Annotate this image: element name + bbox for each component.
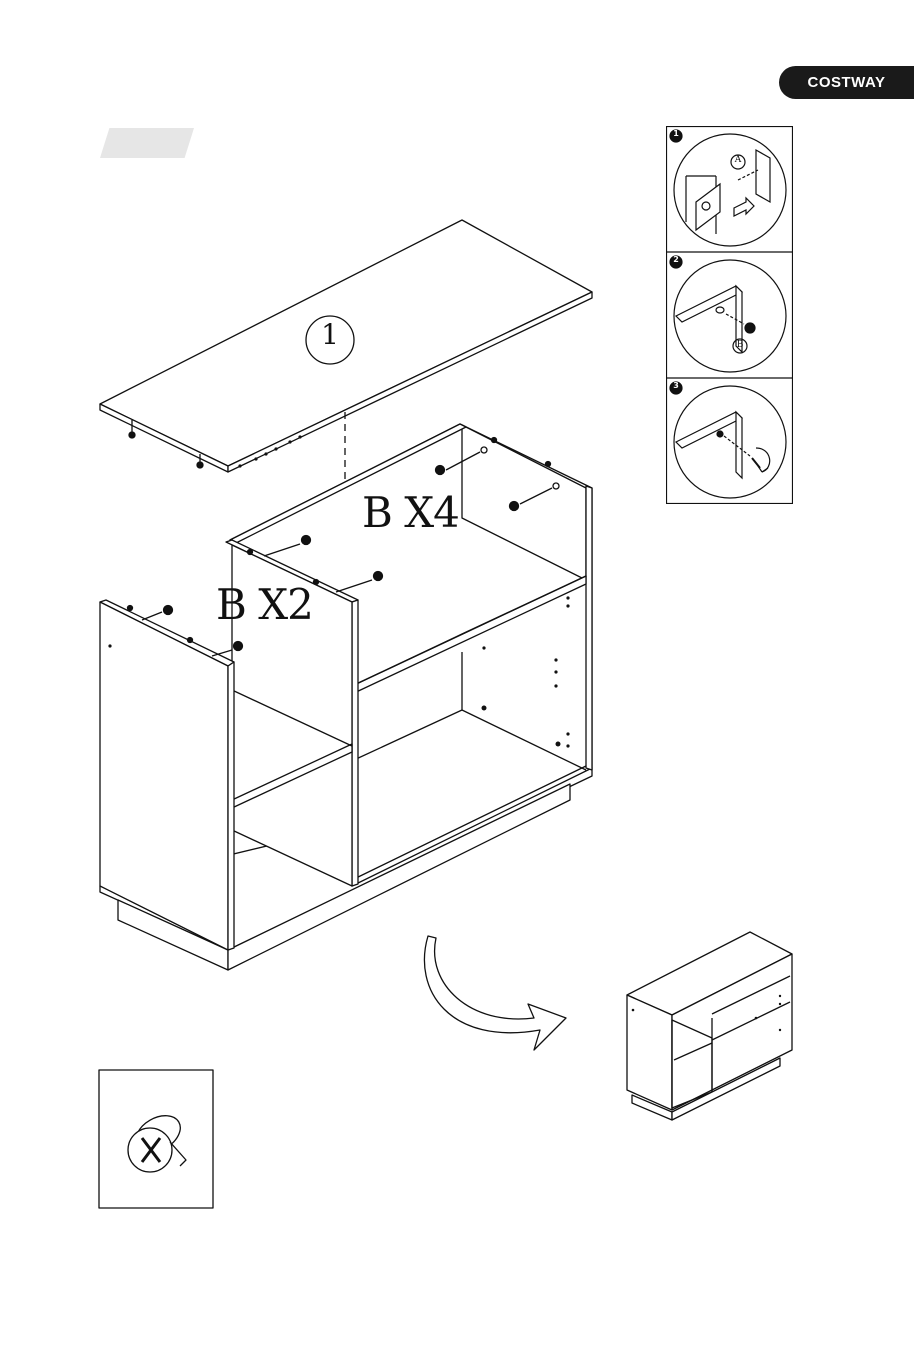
label-b-x4: B X4: [362, 488, 459, 537]
label-b-x2: B X2: [216, 580, 313, 629]
finished-cabinet-preview: [627, 932, 792, 1120]
step-3-number: 3: [671, 381, 681, 390]
curved-arrow: [424, 936, 566, 1050]
step-1-number: 1: [671, 129, 681, 138]
step-1-part-label: A: [732, 155, 744, 165]
step-2-part-label: B: [734, 340, 746, 350]
detail-steps-panel: [666, 126, 793, 504]
top-panel: [100, 220, 592, 482]
step-2-number: 2: [671, 255, 681, 264]
cam-lock-detail: [99, 1070, 213, 1208]
part-number: 1: [306, 318, 354, 351]
